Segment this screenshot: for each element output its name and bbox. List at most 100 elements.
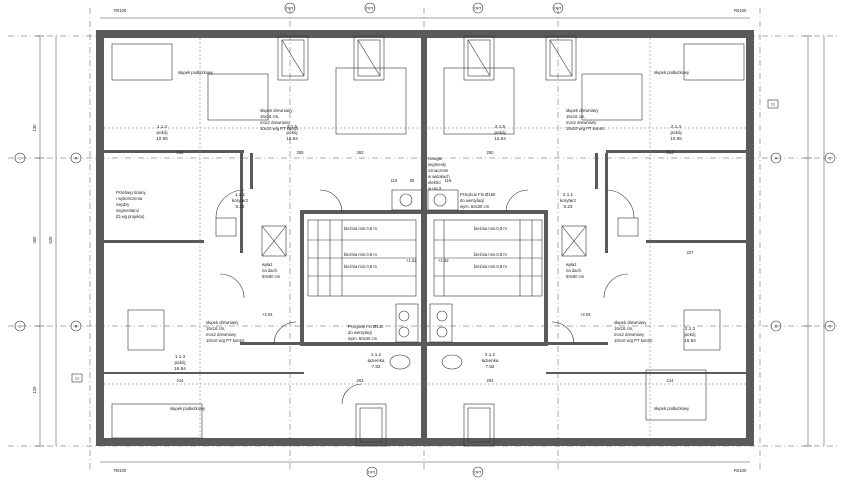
vent-note-top: Przejście Fin Ø160 do wentylacji wym. 50… bbox=[460, 192, 496, 209]
svg-text:116: 116 bbox=[391, 178, 398, 183]
svg-text:D: D bbox=[19, 324, 22, 329]
svg-text:2.1.5: 2.1.5 bbox=[495, 124, 506, 129]
room-label-1-1-2: 1.1.2 łazienka 7.82 bbox=[368, 352, 385, 369]
svg-text:segmenty: segmenty bbox=[428, 162, 447, 167]
room-label-1-1-4: 1.1.4 pokój 10.85 bbox=[156, 124, 168, 141]
svg-text:10x10 w/g PT konstr.: 10x10 w/g PT konstr. bbox=[614, 338, 653, 343]
beam-note-bottom-left: słupek drewniany 16x16 cm, mocz drewnian… bbox=[206, 320, 245, 343]
svg-text:słupek podłażkowy: słupek podłażkowy bbox=[170, 406, 206, 411]
svg-text:60x60 cm: 60x60 cm bbox=[262, 274, 281, 279]
axis-bubble-right-4: D bbox=[824, 320, 836, 332]
svg-text:bieżnia min.0,8 m: bieżnia min.0,8 m bbox=[344, 226, 377, 231]
room-labels: 1.1.4 pokój 10.85 1.1.5 pokój 13.84 2.1.… bbox=[156, 124, 696, 371]
svg-text:250: 250 bbox=[297, 150, 305, 155]
svg-text:5.23: 5.23 bbox=[564, 204, 573, 209]
svg-text:7.82: 7.82 bbox=[372, 364, 381, 369]
svg-text:i wykończenia: i wykończenia bbox=[116, 196, 143, 201]
roof-hatch-note-left: wyłaz na dach 60x60 cm bbox=[262, 262, 281, 279]
room-label-2-1-2: 2.1.2 łazienka 7.82 bbox=[482, 352, 499, 369]
svg-text:250: 250 bbox=[487, 150, 495, 155]
roof-slope-lines bbox=[104, 38, 746, 438]
svg-text:16.84: 16.84 bbox=[174, 366, 186, 371]
svg-text:13.84: 13.84 bbox=[286, 136, 298, 141]
svg-text:5.23: 5.23 bbox=[236, 204, 245, 209]
level-labels: R0100 R0100 R0100 R0100 bbox=[114, 8, 747, 473]
svg-text:+2.04: +2.04 bbox=[262, 312, 273, 317]
svg-text:Przejście Fin Ø160: Przejście Fin Ø160 bbox=[460, 192, 496, 197]
svg-text:116: 116 bbox=[445, 178, 452, 183]
svg-text:na dach: na dach bbox=[262, 268, 278, 273]
svg-text:+2.04: +2.04 bbox=[580, 312, 591, 317]
svg-text:bieżnia min.0,8 m: bieżnia min.0,8 m bbox=[474, 252, 507, 257]
svg-text:pokój: pokój bbox=[671, 130, 682, 135]
svg-text:słupek drewniany: słupek drewniany bbox=[566, 108, 599, 113]
axis-bubble-left-3: C bbox=[14, 152, 26, 164]
svg-text:na dach: na dach bbox=[566, 268, 582, 273]
wall-note: Przebieg ściany i wykończenia między seg… bbox=[116, 190, 146, 219]
axis-bubble-right-3: C bbox=[824, 152, 836, 164]
svg-text:słupek podłażkowy: słupek podłażkowy bbox=[654, 406, 690, 411]
room-label-2-1-3: 2.1.3 pokój 16.84 bbox=[684, 326, 696, 343]
door-swings bbox=[215, 189, 635, 405]
axis-bubble-right-2: B bbox=[770, 320, 782, 332]
svg-text:wym. 50x30 cm: wym. 50x30 cm bbox=[460, 204, 490, 209]
svg-text:w widokach: w widokach bbox=[428, 174, 450, 179]
roof-hatch-note-right: wyłaz na dach 60x60 cm bbox=[566, 262, 585, 279]
annotations: słupek podłażkowy słupek podłażkowy słup… bbox=[116, 70, 690, 411]
svg-text:bieżnia min.0,8 m: bieżnia min.0,8 m bbox=[344, 264, 377, 269]
axis-bubble-top-2: DP1 bbox=[364, 2, 376, 14]
svg-text:(D,wg projektu): (D,wg projektu) bbox=[116, 214, 145, 219]
svg-text:263: 263 bbox=[357, 150, 365, 155]
svg-text:2.1.2: 2.1.2 bbox=[485, 352, 496, 357]
axis-bubble-top-1: DP1 bbox=[284, 2, 296, 14]
room-label-1-1-5: 1.1.5 pokój 13.84 bbox=[286, 124, 298, 141]
svg-text:R0100: R0100 bbox=[734, 468, 747, 473]
svg-text:słupek drewniany: słupek drewniany bbox=[614, 320, 647, 325]
svg-text:A: A bbox=[775, 156, 778, 161]
svg-text:R0100: R0100 bbox=[734, 8, 747, 13]
svg-text:2.1.4: 2.1.4 bbox=[671, 124, 682, 129]
svg-text:214: 214 bbox=[177, 150, 185, 155]
svg-text:słupek podłażkowy: słupek podłażkowy bbox=[654, 70, 690, 75]
svg-text:10.85: 10.85 bbox=[156, 136, 168, 141]
svg-text:16x16 cm,: 16x16 cm, bbox=[566, 114, 585, 119]
svg-text:R0100: R0100 bbox=[114, 468, 127, 473]
section-mark-left: 11 bbox=[71, 373, 83, 383]
axis-bubble-left-2: B bbox=[70, 320, 82, 332]
svg-text:+1.52: +1.52 bbox=[406, 258, 417, 263]
svg-text:wyłaz: wyłaz bbox=[262, 262, 272, 267]
svg-text:mocz drewniany: mocz drewniany bbox=[566, 120, 597, 125]
axis-bubble-bottom-2: DP1 bbox=[472, 466, 484, 478]
svg-text:bieżnia min.0,8 m: bieżnia min.0,8 m bbox=[474, 226, 507, 231]
svg-text:125: 125 bbox=[32, 386, 37, 394]
svg-text:oznaczone: oznaczone bbox=[428, 168, 449, 173]
section-mark-right: 11 bbox=[767, 99, 779, 109]
svg-text:16x16 cm,: 16x16 cm, bbox=[206, 326, 225, 331]
axis-bubble-left-1: A bbox=[70, 152, 82, 164]
vent-note-bottom: Przejście Fin Ø140 do wentylacji wym. 50… bbox=[348, 324, 384, 341]
svg-text:263: 263 bbox=[487, 378, 495, 383]
svg-text:11: 11 bbox=[75, 376, 80, 381]
svg-text:korytarz: korytarz bbox=[560, 198, 577, 203]
svg-text:pokój: pokój bbox=[495, 130, 506, 135]
svg-text:DP1: DP1 bbox=[366, 6, 375, 11]
svg-text:214: 214 bbox=[667, 378, 675, 383]
svg-text:do wentylacji: do wentylacji bbox=[460, 198, 484, 203]
roof-windows bbox=[277, 35, 577, 447]
beam-note-top-right: słupek drewniany 16x16 cm, mocz drewnian… bbox=[566, 108, 605, 131]
svg-text:DP1: DP1 bbox=[474, 6, 483, 11]
dimension-values: 214 250 263 250 214 116 50 116 214 263 2… bbox=[32, 124, 694, 394]
svg-text:2.1.1: 2.1.1 bbox=[563, 192, 574, 197]
svg-text:R0100: R0100 bbox=[114, 8, 127, 13]
axis-bubble-top-3: DP1 bbox=[472, 2, 484, 14]
svg-text:do wentylacji: do wentylacji bbox=[348, 330, 372, 335]
svg-text:A: A bbox=[75, 156, 78, 161]
svg-text:korytarz: korytarz bbox=[232, 198, 249, 203]
svg-text:pokój: pokój bbox=[157, 130, 168, 135]
svg-text:227: 227 bbox=[687, 250, 695, 255]
svg-text:1.1.2: 1.1.2 bbox=[371, 352, 382, 357]
svg-text:10x10 w/g PT konstr.: 10x10 w/g PT konstr. bbox=[206, 338, 245, 343]
svg-text:130: 130 bbox=[32, 124, 37, 132]
beam-note-bottom-right: słupek drewniany 16x16 cm, mocz drewnian… bbox=[614, 320, 653, 343]
